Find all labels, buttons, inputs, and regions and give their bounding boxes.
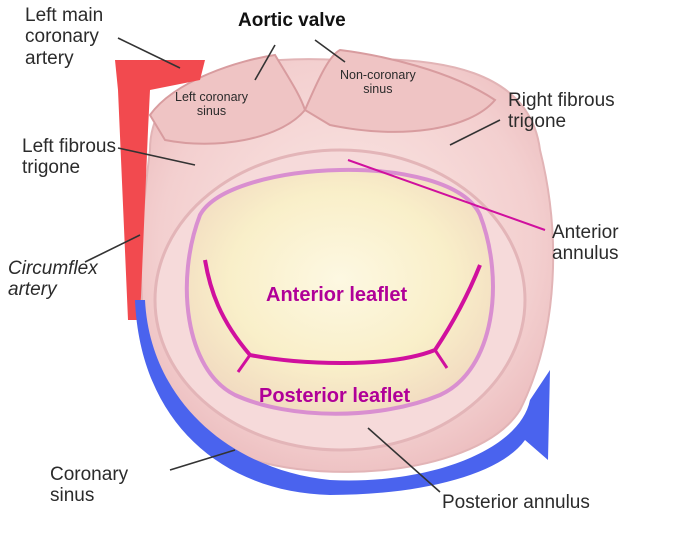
label-left-fibrous-trigone: Left fibrous trigone — [22, 136, 116, 179]
label-anterior-leaflet: Anterior leaflet — [266, 284, 408, 306]
non-coronary-sinus-shape — [303, 48, 497, 133]
coaptation-branch-left — [236, 349, 449, 373]
leader-anterior-annulus — [347, 159, 546, 231]
leader-posterior-annulus — [367, 427, 441, 493]
leader-circumflex — [84, 234, 141, 263]
label-circumflex-artery: Circumflex artery — [8, 258, 98, 301]
valve-orifice — [184, 167, 495, 416]
label-coronary-sinus: Coronary sinus — [50, 464, 129, 507]
leader-right-fibrous — [449, 119, 501, 146]
label-posterior-annulus: Posterior annulus — [442, 492, 590, 513]
label-aortic-valve: Aortic valve — [238, 10, 346, 31]
left-coronary-sinus-shape — [148, 53, 307, 145]
label-right-fibrous-trigone: Right fibrous trigone — [508, 90, 615, 133]
label-anterior-annulus: Anterior annulus — [552, 222, 619, 265]
label-posterior-leaflet: Posterior leaflet — [259, 385, 411, 407]
label-non-coronary-sinus: Non-coronary sinus — [340, 68, 416, 96]
leader-left-coronary-sinus — [254, 44, 276, 81]
coaptation-line — [203, 259, 482, 365]
leader-left-fibrous — [117, 147, 196, 166]
leader-coronary-sinus — [169, 449, 236, 471]
label-left-coronary-sinus: Left coronary sinus — [175, 90, 248, 118]
leader-left-main — [117, 37, 181, 69]
label-left-main-coronary-artery: Left main coronary artery — [25, 5, 104, 69]
leader-non-coronary — [314, 39, 346, 63]
left-main-coronary-artery — [115, 60, 205, 320]
